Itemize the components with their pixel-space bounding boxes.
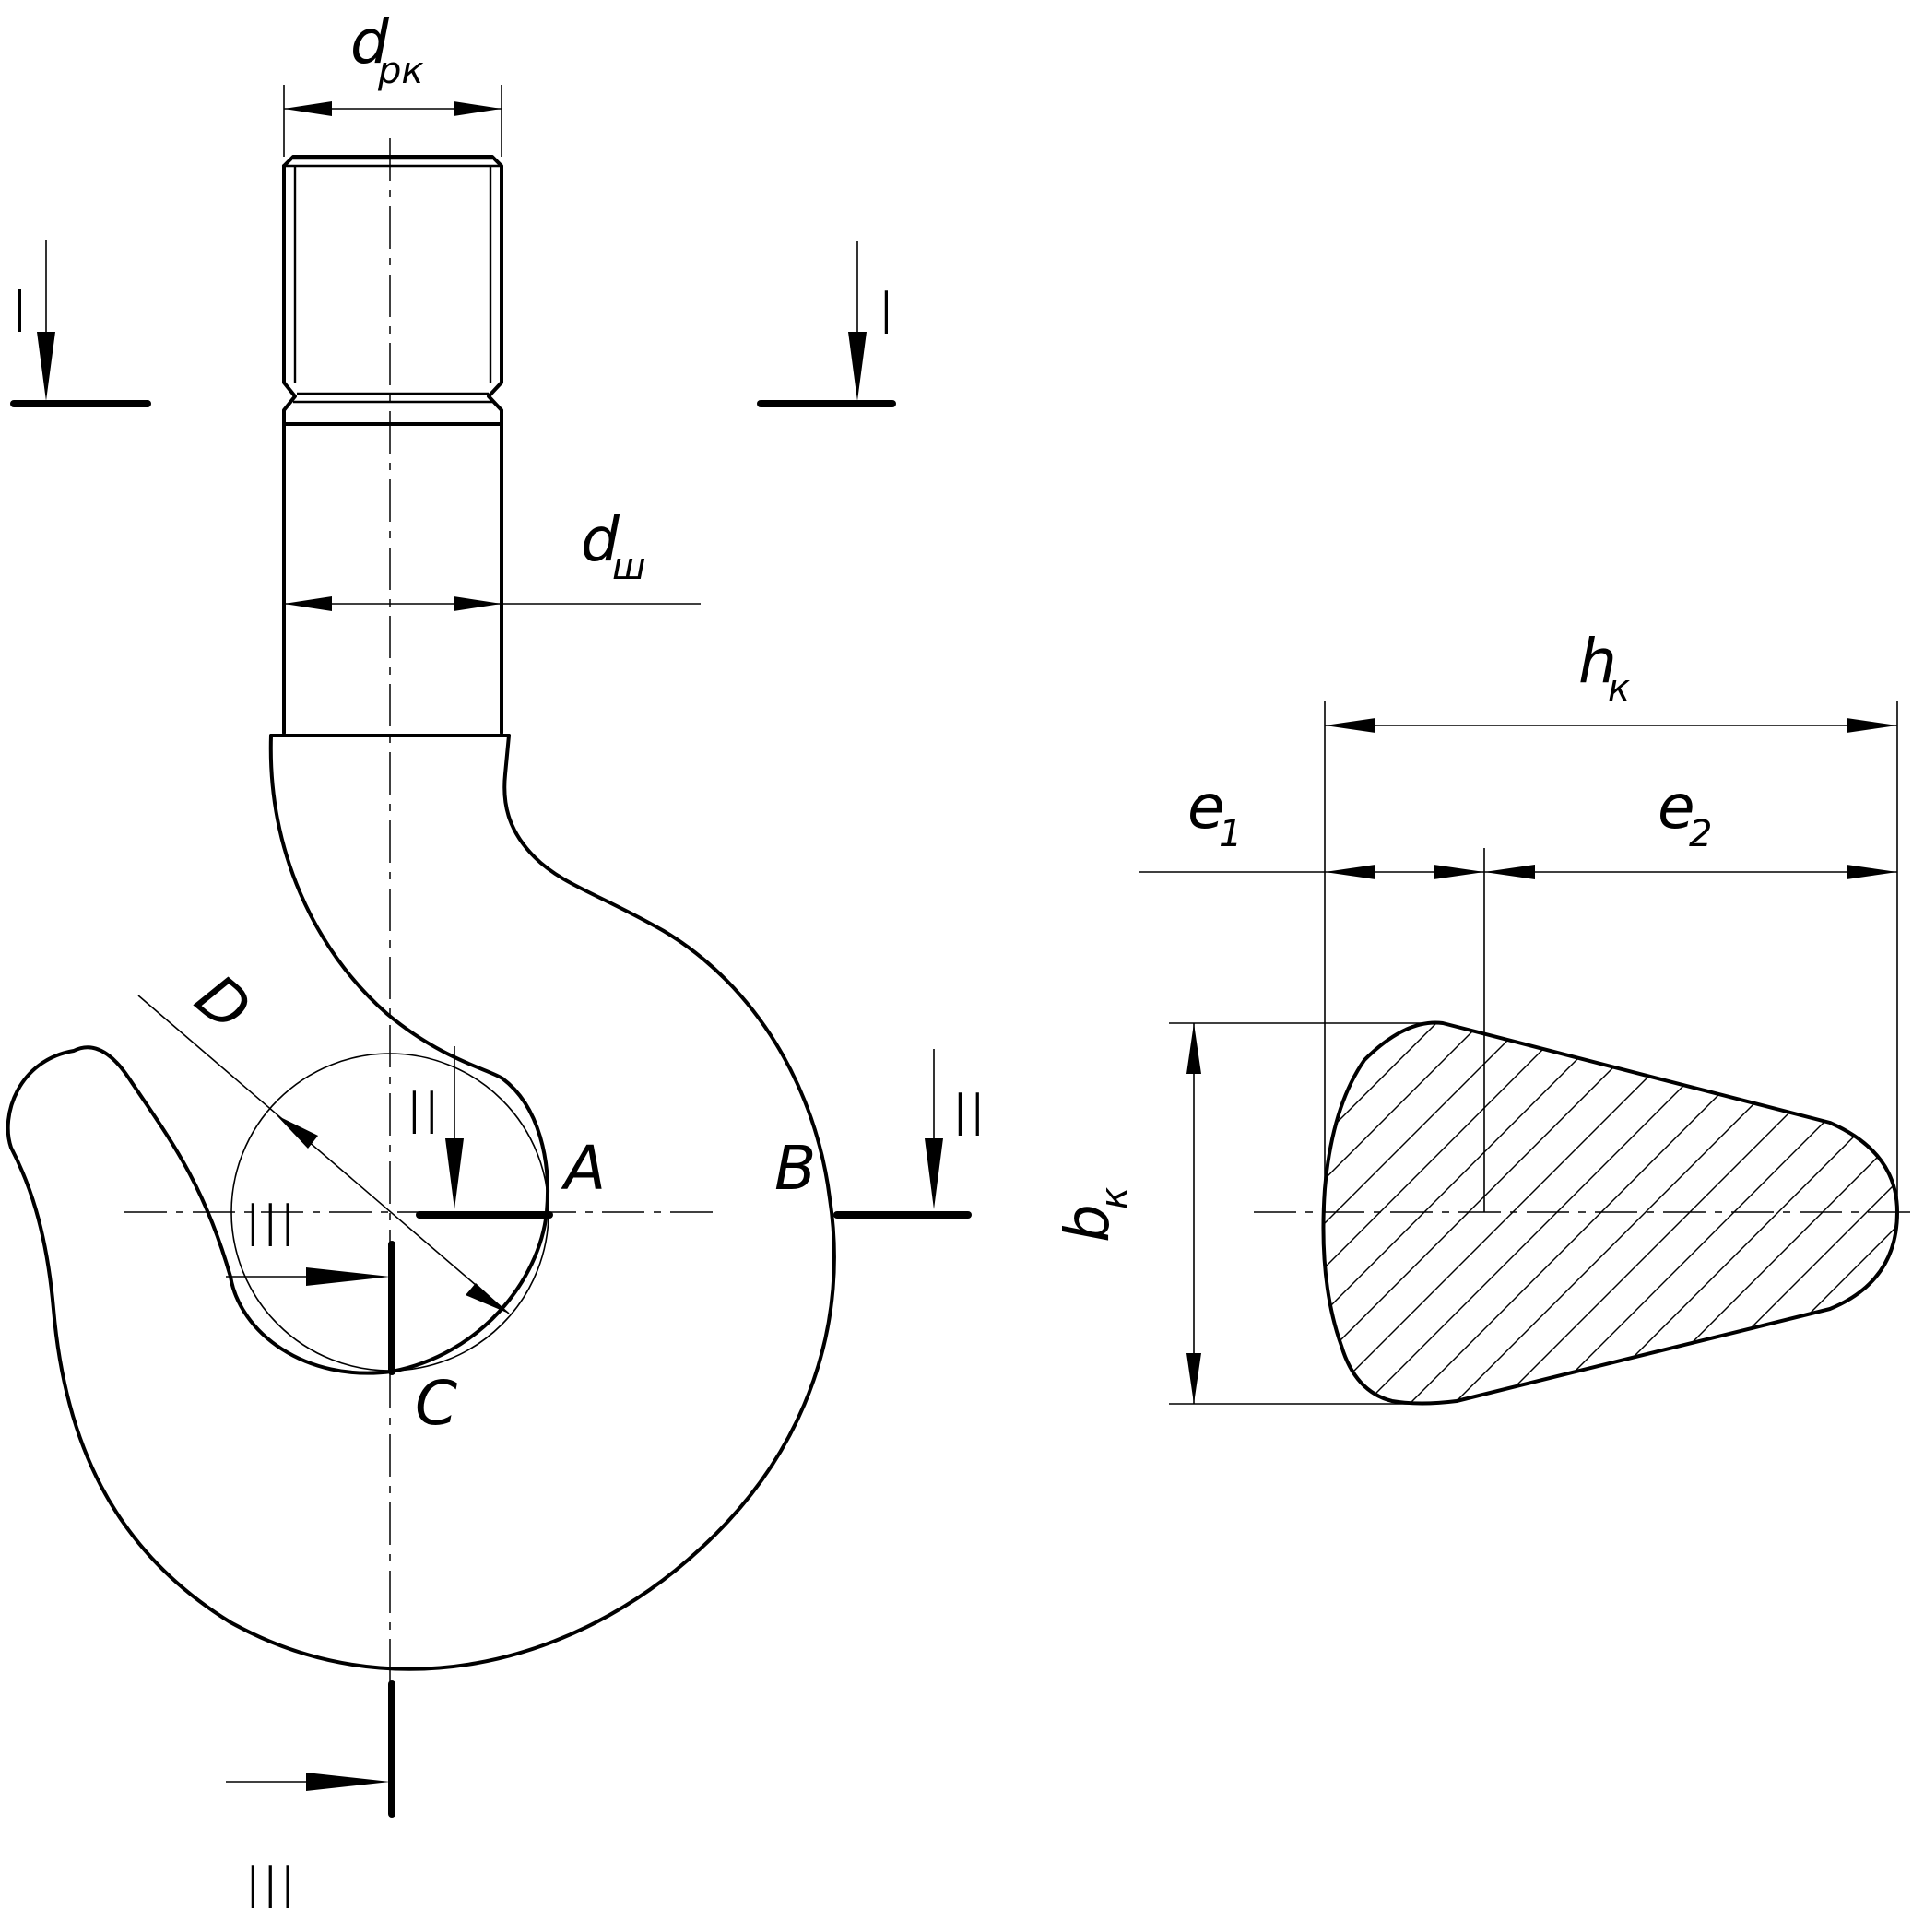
- label-b-k-sub: к: [1093, 1187, 1136, 1209]
- label-d-rk: d: [350, 6, 390, 77]
- label-point-A: A: [561, 1133, 606, 1204]
- section-outline: [1321, 1020, 1899, 1406]
- section-mark-III-inner: III: [226, 1193, 395, 1375]
- label-b-k: b: [1052, 1204, 1123, 1243]
- section-mark-I-left: I: [10, 240, 151, 407]
- label-d-sh-sub: ш: [612, 546, 646, 588]
- svg-text:III: III: [244, 1193, 297, 1261]
- section-mark-II-outer: II: [833, 1049, 986, 1219]
- dimension-d-rk: d рк: [283, 6, 502, 157]
- section-mark-I-right: I: [757, 242, 896, 407]
- svg-text:III: III: [244, 1855, 297, 1923]
- label-e1: e: [1187, 772, 1225, 842]
- section-mark-III-outer: III: [226, 1680, 395, 1923]
- label-h-k: h: [1578, 626, 1617, 697]
- label-e2-sub: 2: [1689, 813, 1712, 855]
- label-point-C: C: [415, 1368, 457, 1439]
- label-e1-sub: 1: [1219, 813, 1242, 855]
- label-h-k-sub: к: [1608, 667, 1630, 710]
- dimension-D: D: [137, 961, 510, 1314]
- label-point-B: B: [774, 1133, 816, 1204]
- threaded-shank: [282, 155, 503, 426]
- hook-side-view: d рк d ш D A B C I: [6, 6, 1918, 1923]
- dimension-b-k: b к: [1052, 1023, 1201, 1404]
- svg-text:II: II: [406, 1080, 441, 1149]
- dimension-h-k: h к: [1325, 626, 1897, 733]
- dimension-e2: e 2: [1484, 772, 1897, 879]
- svg-text:II: II: [951, 1082, 986, 1150]
- section-mark-II-inner: II: [406, 1046, 553, 1219]
- svg-text:I: I: [11, 278, 29, 347]
- label-d-rk-sub: рк: [377, 50, 424, 92]
- section-hatching: [1323, 1022, 1897, 1404]
- dimension-d-sh: d ш: [284, 504, 701, 611]
- label-d-sh: d: [581, 504, 620, 575]
- label-D: D: [183, 961, 264, 1046]
- svg-text:I: I: [878, 280, 895, 348]
- hook-body-outline: [6, 734, 836, 1671]
- hook-cross-section: h к e 1 e 2 b к: [1052, 626, 1899, 1406]
- dimension-e1: e 1: [1139, 772, 1484, 879]
- label-e2: e: [1658, 772, 1695, 842]
